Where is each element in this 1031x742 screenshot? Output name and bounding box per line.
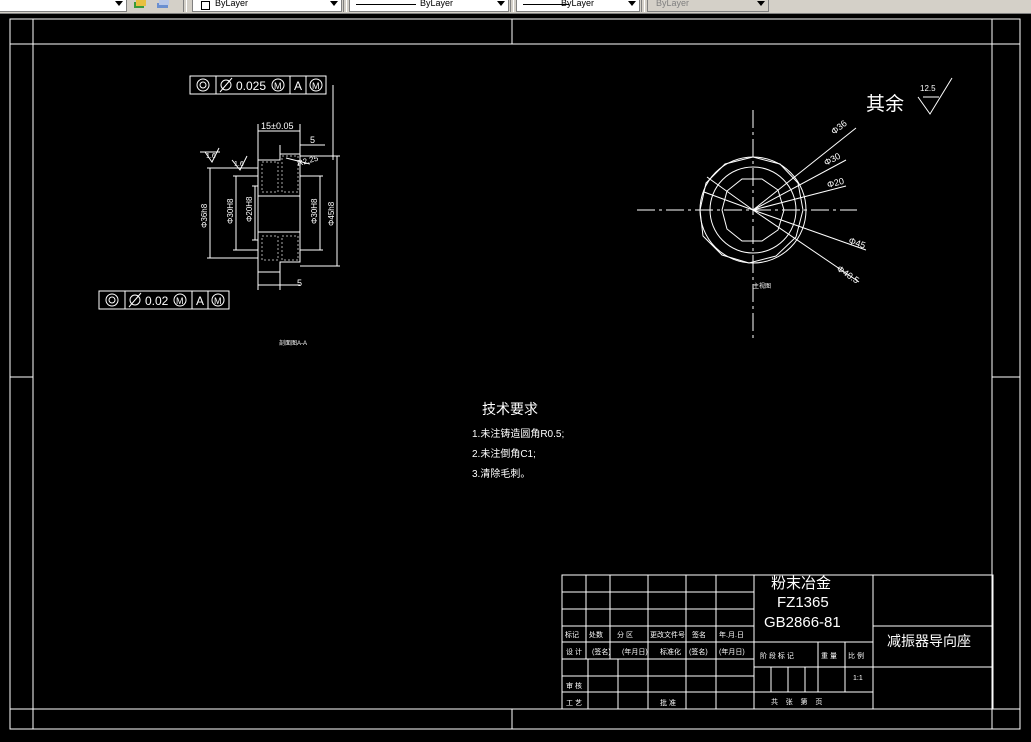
tech-item-2: 2.未注倒角C1;	[472, 447, 536, 460]
fcf-bottom-datum-m: M	[214, 296, 222, 306]
header-docno: 更改文件号	[650, 630, 685, 639]
prev-combo-tail[interactable]	[0, 0, 127, 12]
row-design: 设 计	[566, 647, 582, 656]
part-name: 减振器导向座	[887, 633, 971, 649]
fcf-bottom-m-symbol: M	[176, 296, 184, 306]
fcf-bottom-datum: A	[196, 294, 204, 308]
material-line-1: 粉末冶金	[771, 575, 831, 592]
header-sign: 签名	[692, 630, 706, 639]
row-process: 工 艺	[566, 699, 582, 707]
color-combo[interactable]: ByLayer	[192, 0, 342, 12]
row-date2: (年月日)	[719, 647, 745, 656]
row-sig2: (签名)	[689, 647, 708, 656]
dim-5-bottom: 5	[297, 278, 302, 288]
fcf-top-tolerance: 0.025	[236, 79, 266, 93]
tech-item-3: 3.清除毛刺。	[472, 467, 530, 480]
fcf-top-m-symbol: M	[274, 81, 282, 91]
fcf-top-datum-m: M	[312, 81, 320, 91]
layer-states-icon[interactable]	[132, 0, 148, 11]
dropdown-arrow-icon	[628, 1, 636, 6]
dim-phi45h8: Φ45h8	[327, 201, 336, 226]
roughness-1: 1.6	[206, 153, 216, 160]
row-approve: 批 准	[660, 698, 676, 707]
material-line-2: FZ1365	[777, 594, 829, 611]
row-check: 审 核	[566, 681, 582, 690]
dim-phi20h8: Φ20H8	[245, 196, 254, 222]
plotstyle-combo-value: ByLayer	[656, 0, 690, 8]
view-label: 主视图	[753, 282, 771, 290]
header-count: 处数	[589, 630, 603, 639]
dim-d20: Φ20	[826, 176, 845, 190]
material-line-3: GB2866-81	[764, 614, 841, 631]
dim-phi36h8: Φ36h8	[200, 203, 209, 228]
header-date: 年.月.日	[719, 630, 744, 639]
toolbar-separator	[183, 0, 187, 12]
color-swatch-icon	[201, 1, 210, 10]
stage-label: 阶 段 标 记	[760, 651, 794, 660]
toolbar-separator	[641, 0, 645, 12]
dropdown-arrow-icon	[757, 1, 765, 6]
drawing-frame	[9, 18, 1021, 730]
dim-phi30h8-left: Φ30H8	[226, 198, 235, 224]
layer-previous-icon[interactable]	[155, 0, 171, 11]
dropdown-arrow-icon	[330, 1, 338, 6]
sheets-label: 共 张 第 页	[771, 697, 822, 706]
dim-d36: Φ36	[829, 118, 849, 136]
dim-d405: Φ40.5	[835, 263, 861, 285]
header-mark: 标记	[565, 630, 579, 639]
header-zone: 分 区	[617, 630, 633, 639]
surface-rest-text: 其余	[866, 93, 904, 115]
tech-title: 技术要求	[482, 401, 538, 417]
color-combo-value: ByLayer	[215, 0, 249, 8]
dim-15: 15±0.05	[261, 121, 293, 131]
dim-d30: Φ30	[822, 151, 842, 168]
fcf-bottom	[98, 290, 230, 310]
drawing-canvas[interactable]: 0.025 M A M 0.02 M A M 15±0.05 5 R2.25 5	[0, 14, 1031, 742]
linetype-combo-value: ByLayer	[420, 0, 454, 8]
lineweight-sample-icon	[523, 4, 569, 5]
tech-item-1: 1.未注铸造圆角R0.5;	[472, 427, 564, 440]
scale-value: 1:1	[853, 675, 863, 682]
roughness-2: 1.6	[234, 161, 244, 168]
plotstyle-combo[interactable]: ByLayer	[647, 0, 769, 12]
lineweight-combo-value: ByLayer	[561, 0, 595, 8]
front-view	[637, 110, 867, 340]
lineweight-combo[interactable]: ByLayer	[516, 0, 640, 12]
section-view	[200, 85, 340, 290]
roughness-symbol	[917, 77, 953, 115]
properties-toolbar: ByLayer ByLayer ByLayer ByLayer	[0, 0, 1031, 14]
scale-label: 比 例	[848, 651, 864, 660]
toolbar-separator	[510, 0, 514, 12]
dim-phi30h8-right: Φ30H8	[310, 198, 319, 224]
toolbar-separator	[343, 0, 347, 12]
fcf-bottom-tolerance: 0.02	[145, 294, 169, 308]
fcf-top-datum: A	[294, 79, 302, 93]
surface-roughness-value: 12.5	[920, 84, 936, 93]
linetype-sample-icon	[356, 4, 416, 5]
dropdown-arrow-icon	[115, 1, 123, 6]
fcf-top	[189, 75, 327, 95]
weight-label: 重 量	[821, 652, 837, 660]
row-date1: (年月日)	[622, 647, 648, 656]
title-block	[561, 574, 994, 710]
section-label: 剖面图A-A	[279, 339, 307, 347]
row-std: 标准化	[660, 647, 681, 656]
row-sig1: (签名)	[592, 647, 611, 656]
dim-5-top: 5	[310, 135, 315, 145]
linetype-combo[interactable]: ByLayer	[349, 0, 509, 12]
dropdown-arrow-icon	[497, 1, 505, 6]
dim-d45: Φ45	[847, 235, 867, 250]
